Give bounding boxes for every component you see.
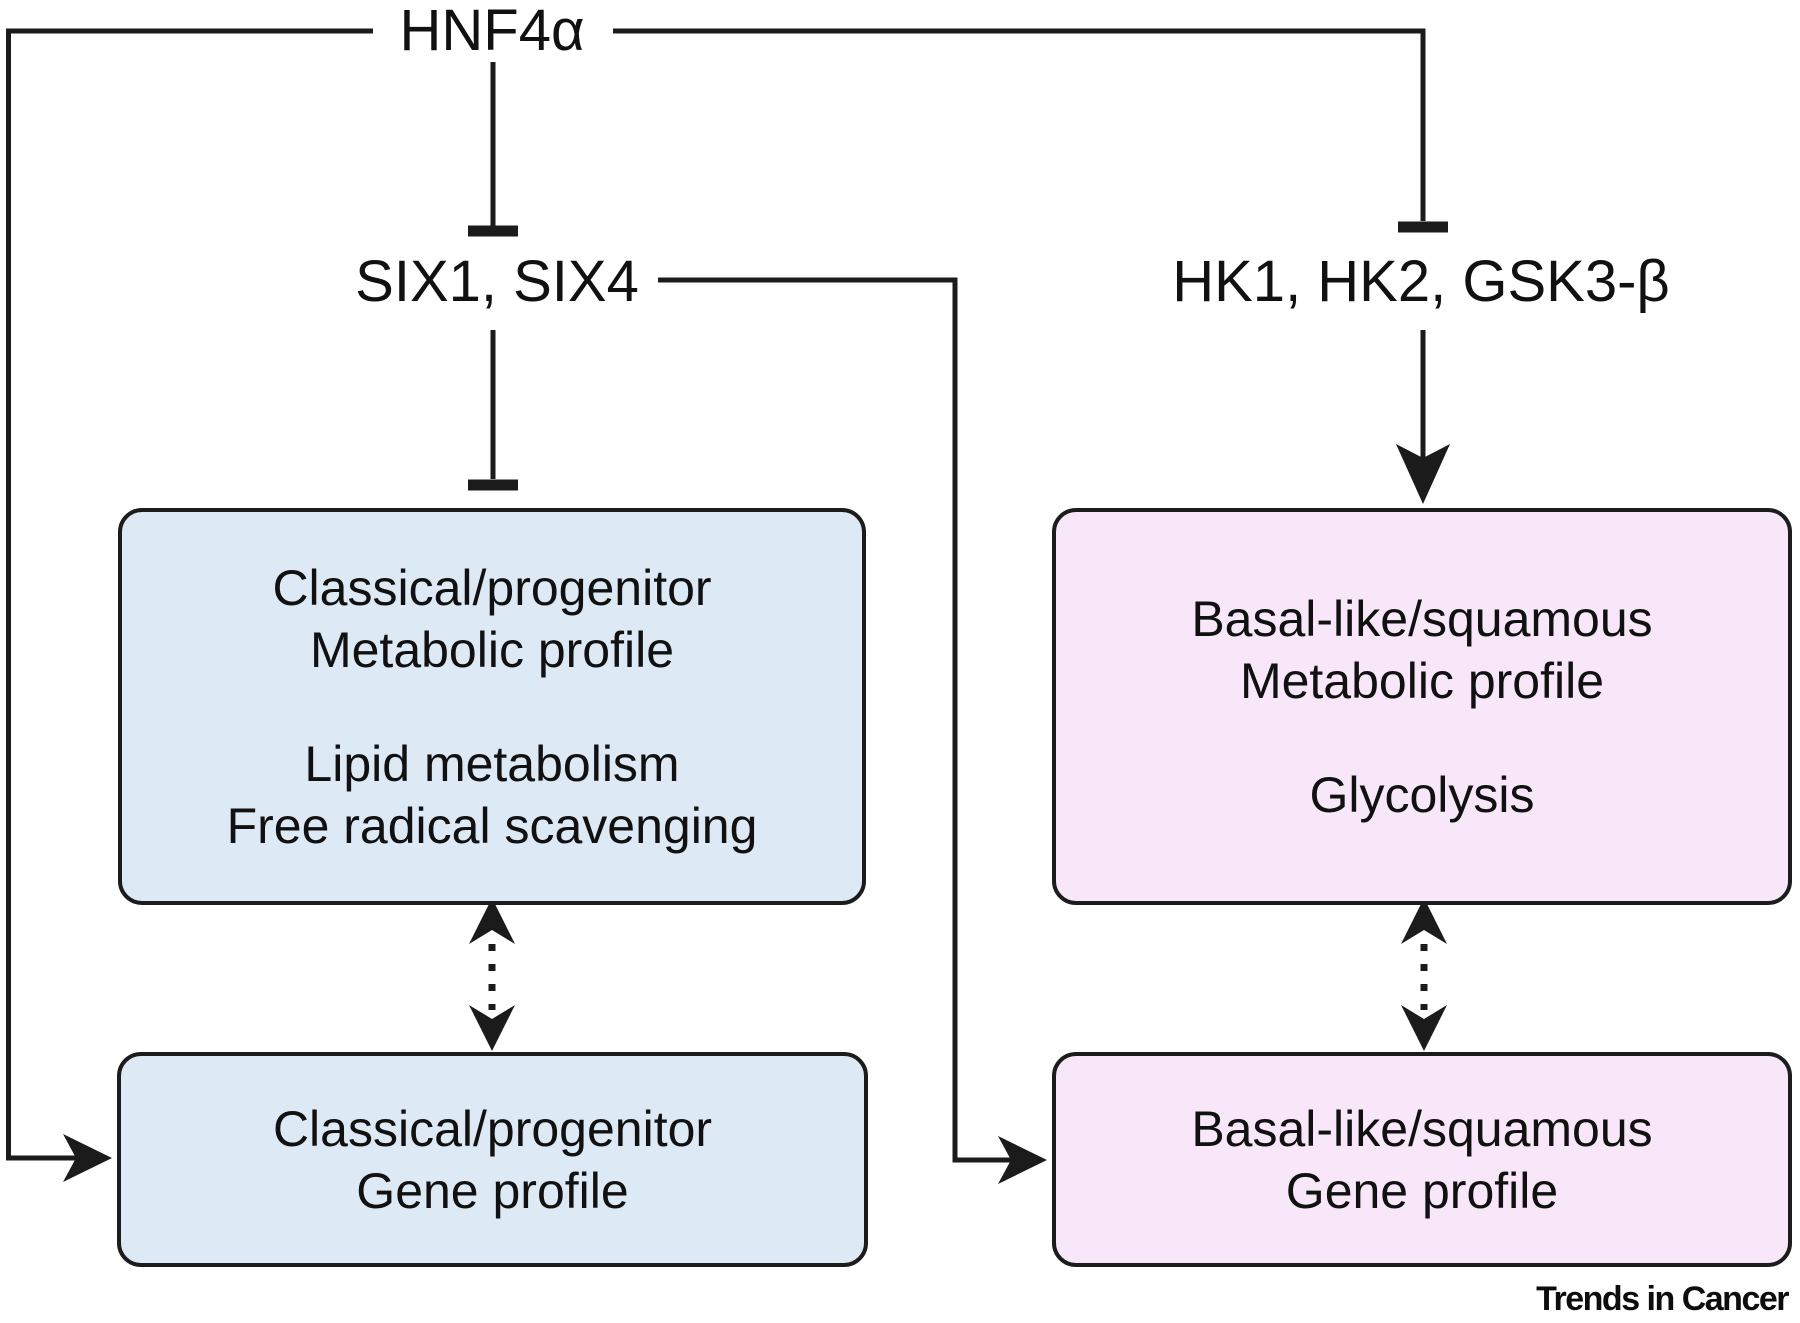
box-body-line2: Free radical scavenging (226, 797, 758, 854)
box-body: Glycolysis (1309, 764, 1534, 826)
box-body-line1: Lipid metabolism (304, 735, 680, 792)
box-title-line2: Gene profile (356, 1162, 629, 1219)
label-hk1-hk2-gsk3b: HK1, HK2, GSK3-β (1172, 249, 1670, 314)
box-basal-metabolic-profile: Basal-like/squamous Metabolic profile Gl… (1052, 508, 1792, 905)
activation-arrow-six-to-basal-gene (658, 277, 1047, 1184)
activation-arrow-hnf4a-to-classical-gene (6, 28, 373, 1182)
box-basal-gene-profile: Basal-like/squamous Gene profile (1052, 1052, 1792, 1267)
box-body: Lipid metabolism Free radical scavenging (227, 733, 758, 857)
label-six1-six4: SIX1, SIX4 (355, 249, 639, 314)
box-title: Classical/progenitor Gene profile (273, 1098, 712, 1222)
journal-watermark: Trends in Cancer (1536, 1280, 1789, 1318)
inhibition-arrow-six-to-classical-metabolic (468, 330, 518, 491)
box-title-line1: Classical/progenitor (272, 1100, 713, 1157)
box-title-line1: Basal-like/squamous (1191, 590, 1653, 647)
box-title: Basal-like/squamous Metabolic profile (1191, 588, 1652, 712)
box-title-line1: Classical/progenitor (272, 559, 712, 616)
box-title-line2: Metabolic profile (1239, 652, 1605, 709)
bidirectional-dotted-arrow-basal (1401, 898, 1447, 1051)
box-title: Basal-like/squamous Gene profile (1191, 1098, 1652, 1222)
label-hnf4a: HNF4α (399, 0, 585, 63)
box-classical-metabolic-profile: Classical/progenitor Metabolic profile L… (118, 508, 866, 905)
inhibition-arrow-hnf4a-to-hk (613, 28, 1448, 233)
box-classical-gene-profile: Classical/progenitor Gene profile (117, 1052, 868, 1267)
box-title-line2: Metabolic profile (309, 621, 675, 678)
box-title: Classical/progenitor Metabolic profile (272, 557, 711, 681)
box-title-line2: Gene profile (1285, 1162, 1559, 1219)
box-body-line1: Glycolysis (1309, 766, 1535, 823)
inhibition-arrow-hnf4a-to-six (468, 62, 518, 237)
bidirectional-dotted-arrow-classical (469, 898, 515, 1051)
activation-arrow-hk-to-basal-metabolic (1396, 330, 1450, 504)
box-title-line1: Basal-like/squamous (1191, 1100, 1653, 1157)
